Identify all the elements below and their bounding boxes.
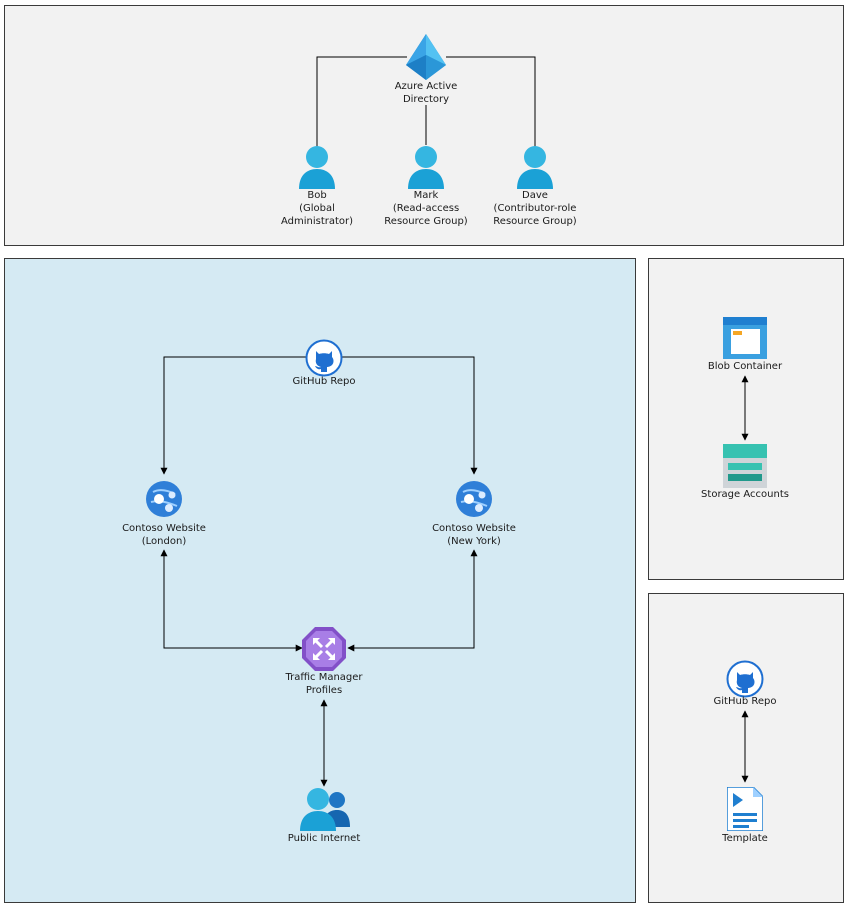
mark-label: Mark (Read-access Resource Group) bbox=[384, 190, 468, 227]
github-icon bbox=[305, 339, 343, 377]
users-icon bbox=[300, 788, 350, 831]
contoso-london-label: Contoso Website (London) bbox=[122, 523, 206, 547]
traffic-manager-label: Traffic Manager Profiles bbox=[285, 672, 363, 696]
connector-aad-dave bbox=[446, 56, 536, 147]
storage-accounts-label: Storage Accounts bbox=[701, 489, 789, 500]
user-icon bbox=[299, 146, 335, 189]
public-internet-label: Public Internet bbox=[287, 833, 361, 844]
connector-github-london bbox=[160, 356, 306, 475]
connector-github-newyork bbox=[342, 356, 478, 475]
app-service-icon bbox=[456, 481, 492, 517]
bob-label: Bob (Global Administrator) bbox=[280, 190, 354, 227]
aad-label: Azure Active Directory bbox=[394, 81, 458, 105]
template-label: Template bbox=[722, 833, 768, 844]
contoso-newyork-label: Contoso Website (New York) bbox=[432, 523, 516, 547]
connector-traffic-london bbox=[160, 549, 303, 652]
traffic-manager-icon bbox=[302, 627, 346, 671]
connector-traffic-newyork bbox=[347, 549, 478, 652]
connector-aad-bob bbox=[316, 56, 407, 147]
user-icon bbox=[517, 146, 553, 189]
github-repo-label: GitHub Repo bbox=[292, 376, 356, 387]
deploy-github-repo-label: GitHub Repo bbox=[713, 696, 777, 707]
storage-account-icon bbox=[723, 444, 767, 488]
blob-container-icon bbox=[723, 317, 767, 359]
blob-container-label: Blob Container bbox=[707, 361, 783, 372]
app-service-icon bbox=[146, 481, 182, 517]
github-icon bbox=[726, 660, 764, 698]
template-icon bbox=[727, 787, 763, 831]
dave-label: Dave (Contributor-role Resource Group) bbox=[493, 190, 577, 227]
user-icon bbox=[408, 146, 444, 189]
azure-active-directory-icon bbox=[406, 34, 446, 80]
